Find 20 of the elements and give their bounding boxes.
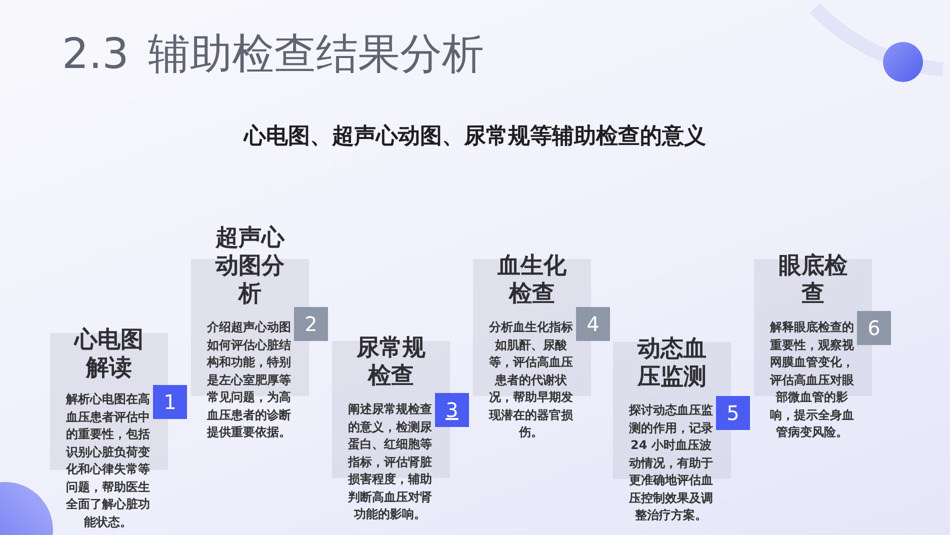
card-title: 心电图解读 [72,326,144,382]
step-number: 2 [294,307,328,341]
card-description: 解释眼底检查的重要性，观察视网膜血管变化，评估高血压对眼部微血管的影响，提示全身血管病变风险。 [768,319,855,441]
card-description: 阐述尿常规检查的意义，检测尿蛋白、红细胞等指标，评估肾脏损害程度，辅助判断高血压对肾功能的影响。 [346,401,433,523]
card-description: 介绍超声心动图如何评估心脏结构和功能，特别是左心室肥厚等常见问题，为高血压患者的诊断提供重要依据。 [206,319,292,441]
card-description: 分析血生化指标如肌酐、尿酸等，评估高血压患者的代谢状况，帮助早期发现潜在的器官损伤。 [488,319,574,441]
step-number: 5 [716,396,750,430]
step-number: 1 [153,385,187,419]
step-number: 4 [576,307,610,341]
card-title: 血生化检查 [496,252,568,308]
card-description: 解析心电图在高血压患者评估中的重要性，包括识别心脏负荷变化和心律失常等问题，帮助医生全面了解心脏功能状态。 [64,391,151,530]
card-title: 动态血压监测 [636,335,708,391]
step-number: 6 [857,311,891,345]
subtitle: 心电图、超声心动图、尿常规等辅助检查的意义 [244,122,706,151]
step-number: 3 [435,393,469,427]
card-title: 眼底检查 [778,252,848,308]
card-description: 探讨动态血压监测的作用，记录24 小时血压波动情况，有助于更准确地评估血压控制效果及调整治疗方案。 [628,402,714,524]
card-title: 超声心动图分析 [214,224,286,308]
card-title: 尿常规检查 [355,334,426,390]
slide-title: 2.3 辅助检查结果分析 [62,29,484,79]
